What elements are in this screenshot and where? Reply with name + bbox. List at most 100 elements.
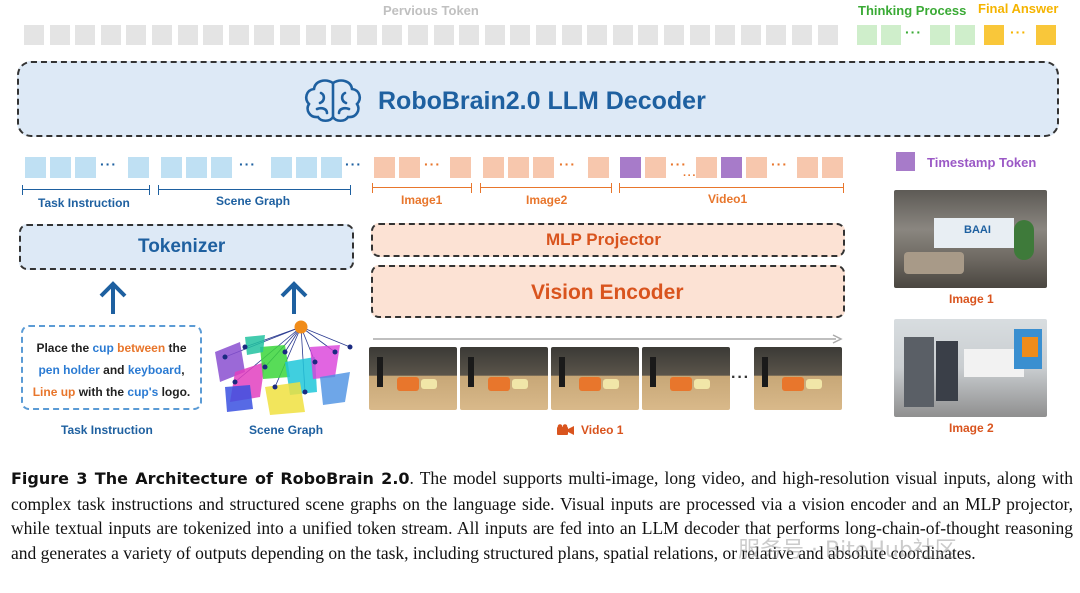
- previous-token: [280, 25, 300, 45]
- task-text: and: [99, 363, 128, 377]
- video-token: [696, 157, 717, 178]
- previous-token: [49, 25, 70, 45]
- previous-token: [75, 25, 96, 45]
- tokenizer-box: [19, 224, 354, 270]
- task-text: logo.: [158, 385, 191, 399]
- previous-token: [510, 25, 531, 45]
- task-line-1: Place the cup between the: [29, 337, 194, 359]
- task-text-highlight: cup: [92, 341, 114, 355]
- timestamp-token-label: Timestamp Token: [927, 155, 1037, 170]
- previous-token: [536, 25, 556, 45]
- text-ellipsis: ···: [345, 156, 362, 172]
- image-token: [588, 157, 609, 178]
- bottom-label-scene-graph: Scene Graph: [249, 423, 324, 437]
- previous-token: [715, 25, 736, 45]
- video-token: [746, 157, 767, 178]
- previous-token: [459, 25, 480, 45]
- text-token: [296, 157, 317, 178]
- previous-token: [766, 25, 787, 45]
- video-ellipsis: ···: [683, 170, 697, 182]
- video-timeline-arrow: [373, 334, 843, 344]
- previous-token: [254, 25, 275, 45]
- previous-token: [433, 25, 454, 45]
- previous-token: [100, 25, 121, 45]
- text-ellipsis: ···: [239, 156, 256, 172]
- image-ellipsis: ···: [424, 156, 441, 172]
- scene-graph-bracket: [158, 185, 351, 195]
- image-token: [533, 157, 554, 178]
- video-frame: [642, 347, 730, 410]
- image2-bracket: [480, 183, 612, 193]
- image1-bracket: [372, 183, 472, 193]
- thinking-token: [930, 25, 950, 45]
- previous-token: [356, 25, 377, 45]
- text-token: [50, 157, 71, 178]
- vision-encoder-title: Vision Encoder: [531, 281, 684, 304]
- video-ellipsis: ···: [670, 156, 687, 172]
- previous-token: [126, 25, 147, 45]
- task-text-highlight: keyboard: [127, 363, 182, 377]
- previous-token: [792, 25, 812, 45]
- text-token: [161, 157, 182, 178]
- text-token: [186, 157, 207, 178]
- final-answer-label: Final Answer: [978, 1, 1059, 16]
- video-token: [645, 157, 666, 178]
- previous-token: [561, 25, 582, 45]
- previous-token: [484, 25, 505, 45]
- brain-icon: [304, 79, 362, 123]
- thinking-token: [955, 25, 975, 45]
- image-token: [508, 157, 529, 178]
- wall-logo-text: BAAI: [964, 224, 991, 236]
- previous-token: [638, 25, 659, 45]
- text-token: [321, 157, 342, 178]
- bottom-label-video: Video 1: [581, 423, 624, 437]
- timestamp-token: [620, 157, 641, 178]
- video1-bracket: [619, 183, 844, 193]
- bottom-label-task-instruction: Task Instruction: [61, 423, 153, 437]
- previous-token: [689, 25, 710, 45]
- video-token: [822, 157, 843, 178]
- text-token: [271, 157, 292, 178]
- figure-caption: Figure 3 The Architecture of RoboBrain 2…: [11, 466, 1073, 565]
- thinking-ellipsis: ···: [905, 24, 922, 40]
- video-ellipsis: ···: [771, 156, 788, 172]
- previous-token: [331, 25, 352, 45]
- bottom-label-image2: Image 2: [949, 421, 994, 435]
- task-instruction-bracket: [22, 185, 150, 195]
- image-ellipsis: ···: [559, 156, 576, 172]
- segment-label-video1: Video1: [708, 192, 748, 206]
- video-frame: [551, 347, 639, 410]
- watermark: 服务号 · BiteHub社区: [738, 538, 957, 563]
- scene-graph-illustration: [215, 320, 353, 415]
- task-line-3: Line up with the cup's logo.: [29, 381, 194, 403]
- previous-token: [177, 25, 198, 45]
- text-token: [25, 157, 46, 178]
- task-text: with the: [75, 385, 128, 399]
- segment-label-task-instruction: Task Instruction: [38, 196, 130, 210]
- vision-encoder-box: [371, 265, 845, 318]
- image-token: [399, 157, 420, 178]
- decoder-title: RoboBrain2.0 LLM Decoder: [378, 87, 706, 115]
- previous-token: [228, 25, 249, 45]
- tokenizer-title: Tokenizer: [138, 236, 226, 257]
- task-text-highlight: cup's: [127, 385, 159, 399]
- segment-label-image2: Image2: [526, 193, 568, 207]
- timestamp-token-swatch: [896, 152, 915, 171]
- previous-token: [587, 25, 608, 45]
- previous-token-label: Pervious Token: [383, 3, 479, 18]
- previous-token: [664, 25, 684, 45]
- task-text: the: [165, 341, 187, 355]
- previous-token: [740, 25, 761, 45]
- mlp-projector-title: MLP Projector: [546, 230, 661, 249]
- text-token: [75, 157, 96, 178]
- thinking-process-label: Thinking Process: [858, 3, 967, 18]
- previous-token: [817, 25, 838, 45]
- task-text: Place the: [36, 341, 93, 355]
- thinking-token: [881, 25, 901, 45]
- video-camera-icon: [557, 424, 574, 435]
- image-token: [483, 157, 504, 178]
- task-text-highlight: between: [113, 341, 166, 355]
- image-2-kitchen: [894, 319, 1047, 417]
- frames-ellipsis: ···: [731, 369, 750, 386]
- image-token: [374, 157, 395, 178]
